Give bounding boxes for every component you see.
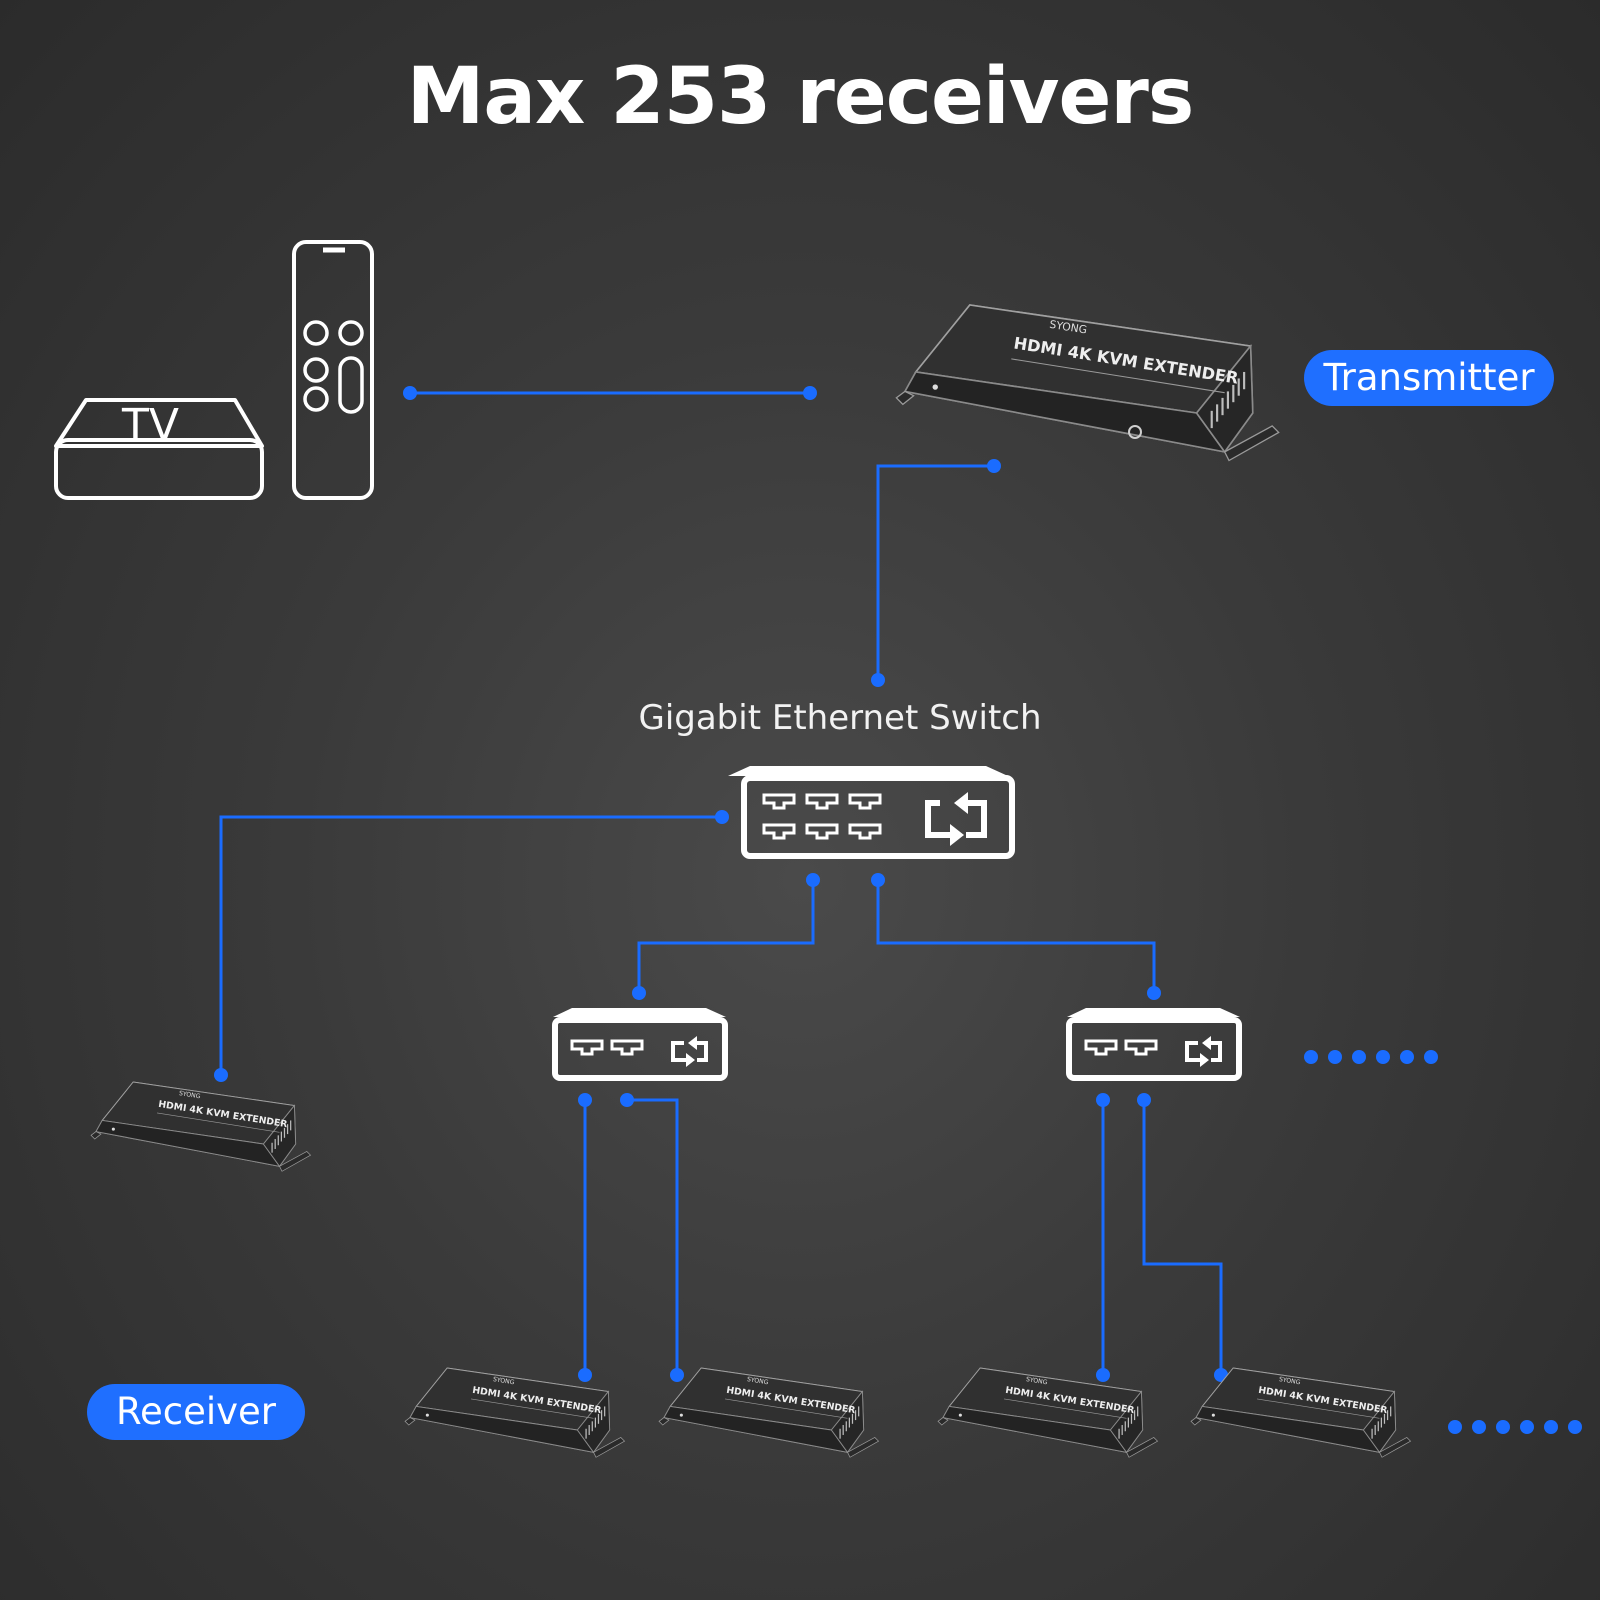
receiver-badge: Receiver — [87, 1384, 305, 1440]
sub-switch-left — [552, 1008, 728, 1081]
switch-label: Gigabit Ethernet Switch — [638, 698, 1042, 738]
tv-label: TV — [121, 400, 179, 451]
ellipsis-dots-icon — [1304, 1050, 1438, 1064]
network-switch-icon — [728, 766, 1015, 859]
receiver-device — [937, 1367, 1159, 1458]
transmitter-device — [895, 303, 1280, 462]
receiver-device — [90, 1081, 312, 1172]
connection-lines — [219, 391, 1223, 1375]
switch-arrows-icon — [925, 800, 987, 838]
receiver-device — [658, 1367, 880, 1458]
remote-control-icon — [292, 240, 374, 500]
connection-endpoints — [214, 386, 1228, 1382]
ellipsis-dots-icon — [1448, 1420, 1582, 1434]
page-title: Max 253 receivers — [406, 52, 1195, 142]
receiver-device — [1190, 1367, 1412, 1458]
tv-box-icon: TV — [54, 398, 264, 500]
receiver-device — [404, 1367, 626, 1458]
sub-switch-right — [1066, 1008, 1242, 1081]
transmitter-badge: Transmitter — [1304, 350, 1554, 406]
